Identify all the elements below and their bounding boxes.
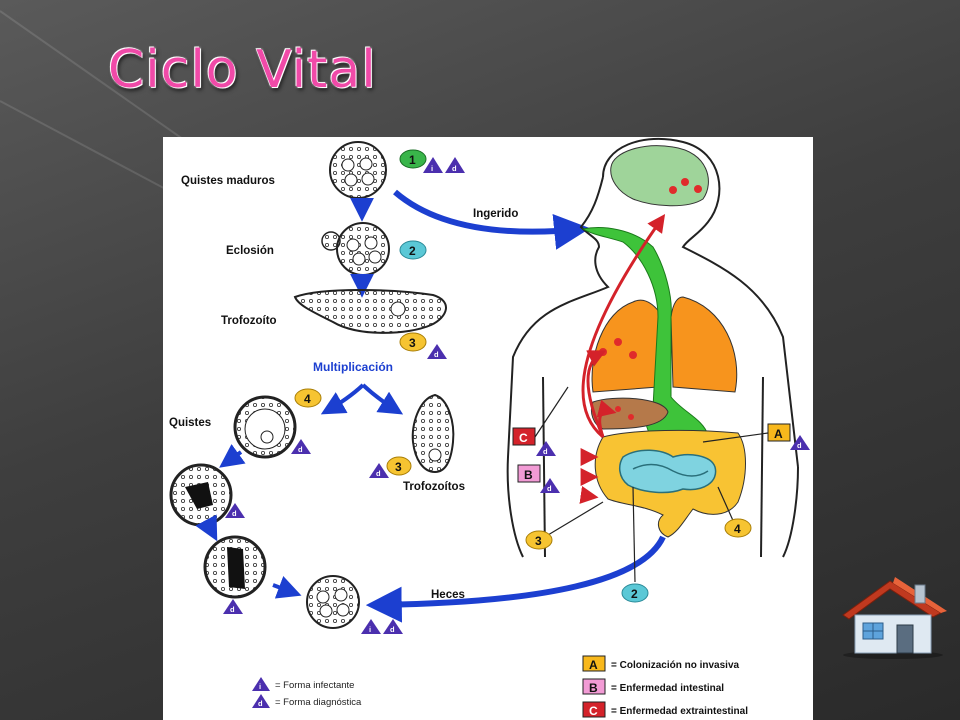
human-body-outline [506, 137, 799, 558]
triangle-diagnostica-icon: d [427, 344, 447, 359]
arrow-down [195, 514, 218, 542]
small-intestine-image [618, 449, 717, 494]
label-trofozoitos: Trofozoítos [403, 481, 465, 493]
svg-text:2: 2 [409, 244, 416, 258]
label-heces: Heces [431, 589, 465, 601]
mature-cyst-image [306, 575, 360, 629]
legend-forma-infectante: = Forma infectante [275, 680, 354, 691]
label-multiplicacion: Multiplicación [313, 360, 393, 374]
box-c-extraintestinal: C [512, 427, 536, 446]
trophozoite-image [293, 289, 447, 334]
badge-3: 3 [399, 332, 427, 352]
triangle-infectante-icon: i [361, 619, 381, 634]
svg-text:d: d [258, 699, 263, 708]
triangle-diagnostica-icon: d [225, 503, 245, 518]
box-b-intestinal: B [517, 464, 541, 483]
svg-text:i: i [369, 625, 371, 634]
triangle-infectante-icon: i [423, 157, 443, 173]
label-eclosion: Eclosión [226, 245, 274, 257]
legend-colonizacion: = Colonización no invasiva [611, 660, 740, 671]
trophozoites-image [411, 393, 455, 474]
badge-3: 3 [525, 530, 553, 550]
svg-text:i: i [431, 164, 433, 173]
svg-text:d: d [434, 350, 439, 359]
arrow-magenta [579, 486, 599, 504]
arrow-ingerido [393, 189, 591, 250]
immature-cyst-image [233, 395, 297, 459]
svg-text:4: 4 [734, 522, 741, 536]
label-trofozoito: Trofozoíto [221, 315, 277, 327]
svg-text:d: d [797, 441, 802, 450]
slide-title: Ciclo Vital [108, 40, 377, 100]
svg-text:1: 1 [409, 153, 416, 167]
badge-4: 4 [724, 518, 752, 538]
triangle-diagnostica-icon: d [536, 441, 556, 456]
triangle-diagnostica-icon: d [790, 435, 810, 450]
badge-1: 1 [399, 149, 427, 169]
arrow-red-liver [596, 399, 617, 438]
cyst-stage-image [203, 535, 267, 599]
triangle-diagnostica-icon: d [540, 478, 560, 493]
svg-text:d: d [232, 509, 237, 518]
legend-forms: i = Forma infectante d = Forma diagnósti… [252, 677, 362, 708]
arrow-right [272, 576, 302, 599]
svg-text:3: 3 [535, 534, 542, 548]
home-button[interactable] [835, 575, 950, 660]
svg-text:A: A [774, 427, 783, 441]
svg-text:d: d [452, 164, 457, 173]
svg-text:i: i [259, 682, 261, 691]
arrow-red-lungs [586, 350, 607, 438]
arrow-split-right [361, 383, 404, 415]
brain-image [610, 145, 709, 207]
legend-diseases: A = Colonización no invasiva B = Enferme… [582, 655, 748, 718]
label-quistes: Quistes [169, 417, 211, 429]
triangle-diagnostica-icon: d [369, 463, 389, 478]
badge-2: 2 [621, 583, 649, 603]
svg-text:d: d [547, 484, 552, 493]
legend-enfermedad-intestinal: = Enfermedad intestinal [611, 683, 724, 694]
triangle-diagnostica-icon: d [383, 619, 403, 634]
lungs-image [591, 296, 738, 393]
label-ingerido: Ingerido [473, 208, 518, 220]
svg-text:2: 2 [631, 587, 638, 601]
svg-text:A: A [589, 658, 598, 672]
legend-enfermedad-extraintestinal: = Enfermedad extraintestinal [611, 706, 748, 717]
life-cycle-diagram: Quistes maduros 1 i d Eclosión 2 Trofozo… [163, 137, 813, 720]
excysting-cyst-image [321, 222, 390, 276]
arrow-split-left [320, 383, 365, 415]
svg-text:B: B [589, 681, 598, 695]
badge-2: 2 [399, 240, 427, 260]
triangle-diagnostica-icon: d [291, 439, 311, 454]
label-quistes-maduros: Quistes maduros [181, 175, 275, 187]
svg-text:C: C [589, 704, 598, 718]
svg-text:d: d [298, 445, 303, 454]
mature-cyst-image [329, 141, 387, 199]
triangle-diagnostica-icon: d [445, 157, 465, 173]
svg-text:d: d [376, 469, 381, 478]
box-a-colonizacion: A [767, 423, 791, 442]
triangle-diagnostica-icon: d [223, 599, 243, 614]
badge-3: 3 [386, 456, 412, 476]
svg-text:d: d [390, 625, 395, 634]
svg-text:C: C [519, 431, 528, 445]
arrow-down-left [219, 444, 246, 468]
svg-text:4: 4 [304, 392, 311, 406]
svg-text:3: 3 [395, 460, 402, 474]
arrow-heces [365, 535, 666, 623]
svg-text:B: B [524, 468, 533, 482]
svg-text:d: d [230, 605, 235, 614]
badge-4: 4 [294, 388, 322, 408]
home-icon [842, 577, 947, 659]
svg-text:3: 3 [409, 336, 416, 350]
svg-text:d: d [543, 447, 548, 456]
legend-forma-diagnostica: = Forma diagnóstica [275, 697, 362, 708]
cyst-stage-image [169, 463, 233, 527]
